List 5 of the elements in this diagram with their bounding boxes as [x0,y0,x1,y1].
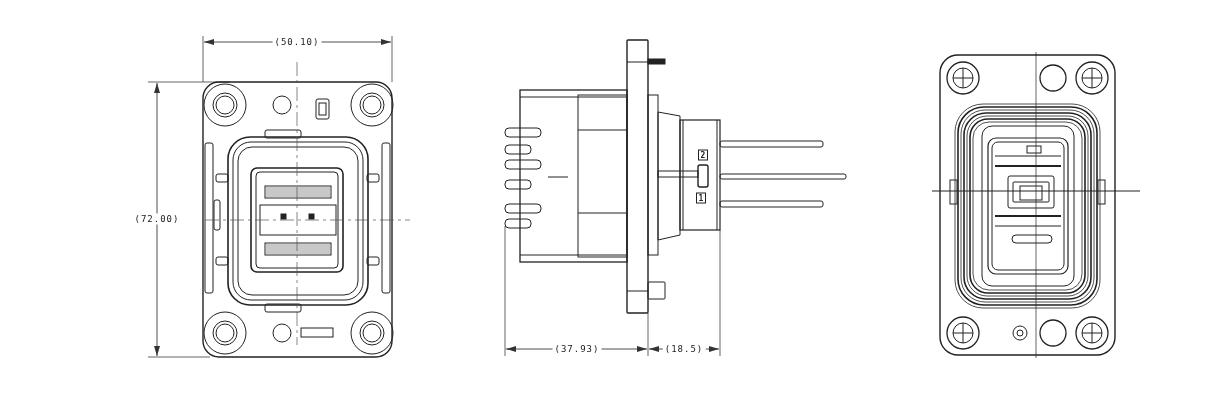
dimension-label: (37.93) [552,343,602,355]
pin-number: 1 [696,192,706,204]
dimension-label: (18.5) [662,343,706,355]
dimension-label: (50.10) [272,36,322,48]
pin-number: 2 [698,149,708,161]
